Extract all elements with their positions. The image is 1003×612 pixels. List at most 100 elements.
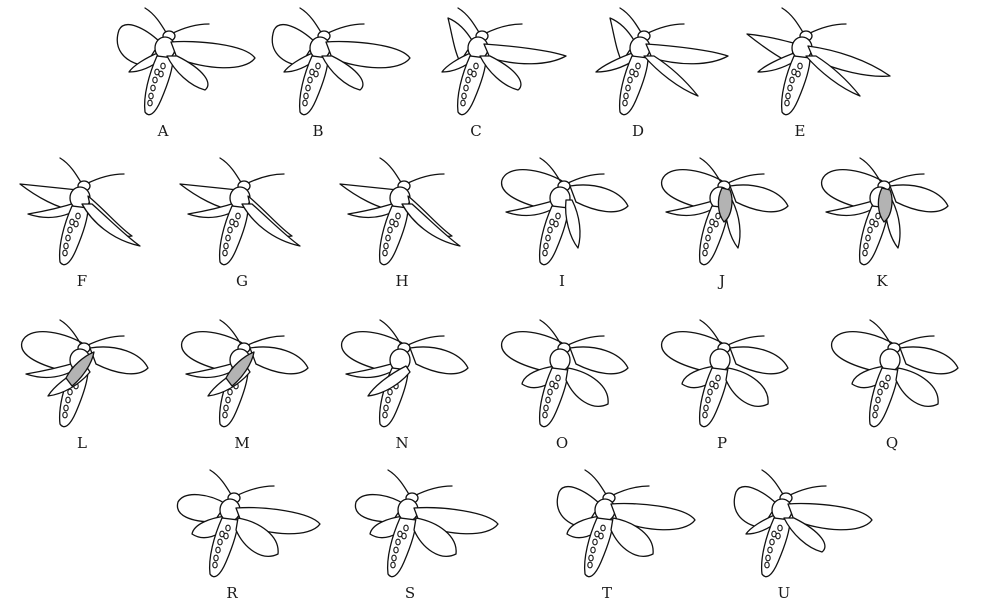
moth-drawing [181, 319, 309, 428]
moth-frame: S [348, 462, 508, 612]
right-forewing [569, 184, 629, 213]
abdomen-spot [387, 226, 393, 234]
left-forewing [609, 17, 636, 63]
right-forewing [89, 346, 149, 375]
left-antenna [781, 7, 805, 35]
moth-abdomen [456, 55, 487, 116]
moth-abdomen [858, 205, 889, 266]
abdomen-spot [587, 561, 593, 569]
frame-label: F [76, 272, 88, 290]
abdomen-spot [313, 70, 319, 78]
moth-drawing [441, 7, 567, 116]
left-antenna [761, 469, 785, 497]
abdomen-spot [223, 532, 229, 540]
abdomen-spot [785, 92, 791, 100]
left-hindwing [505, 199, 559, 217]
abdomen-spot [212, 561, 218, 569]
right-forewing [729, 184, 789, 213]
moth-drawing [21, 319, 149, 428]
left-forewing [21, 330, 85, 373]
left-forewing [447, 17, 474, 63]
right-forewing [729, 346, 789, 375]
abdomen-spot [600, 524, 606, 532]
abdomen-spot [235, 212, 241, 220]
right-forewing [787, 502, 873, 531]
right-antenna [787, 485, 827, 497]
moth-frame: G [179, 150, 340, 300]
abdomen-spot [401, 532, 407, 540]
abdomen-spot [303, 92, 309, 100]
moth-frame: U [722, 462, 882, 612]
left-antenna [144, 7, 168, 35]
moth-frame: N [340, 312, 500, 462]
left-forewing [661, 330, 725, 373]
moth-frame: P [660, 312, 820, 462]
moth-drawing [661, 319, 789, 428]
moth-abdomen [538, 205, 569, 266]
right-antenna [325, 23, 365, 35]
moth-abdomen [698, 205, 729, 266]
abdomen-spot [65, 234, 71, 242]
abdomen-spot [62, 249, 68, 257]
abdomen-spot [873, 404, 879, 412]
abdomen-spot [225, 396, 231, 404]
abdomen-spot [705, 396, 711, 404]
abdomen-spot [160, 62, 166, 70]
abdomen-spot [63, 242, 69, 250]
abdomen-spot [623, 92, 629, 100]
abdomen-spot [461, 92, 467, 100]
right-antenna [235, 485, 275, 497]
abdomen-spot [233, 220, 239, 228]
abdomen-spot [885, 374, 891, 382]
abdomen-spot [769, 538, 775, 546]
moth-drawing [176, 469, 321, 578]
abdomen-spot [385, 396, 391, 404]
frame-label: N [395, 434, 409, 452]
abdomen-spot [625, 84, 631, 92]
right-hindwing [895, 367, 939, 407]
right-hindwing [235, 517, 279, 557]
abdomen-spot [702, 411, 708, 419]
moth-drawing [746, 7, 891, 116]
abdomen-spot [883, 382, 889, 390]
abdomen-spot [225, 524, 231, 532]
abdomen-spot [715, 374, 721, 382]
right-forewing [409, 346, 469, 375]
frame-label: E [794, 122, 806, 140]
left-hindwing [825, 199, 879, 217]
abdomen-spot [867, 226, 873, 234]
left-antenna [219, 157, 243, 185]
moth-drawing [341, 319, 469, 428]
frame-label: A [157, 122, 169, 140]
left-antenna [584, 469, 608, 497]
moth-abdomen [698, 367, 729, 428]
left-forewing [501, 330, 565, 373]
moth-frame: H [339, 150, 500, 300]
abdomen-spot [865, 234, 871, 242]
abdomen-spot [707, 226, 713, 234]
right-hindwing [564, 199, 581, 249]
right-forewing [170, 40, 256, 69]
moth-frame: K [820, 150, 980, 300]
left-hindwing [345, 361, 399, 379]
right-hindwing [479, 55, 522, 91]
abdomen-spot [702, 249, 708, 257]
frame-label: H [395, 272, 409, 290]
right-hindwing [725, 367, 769, 407]
abdomen-spot [307, 76, 313, 84]
frame-label: Q [885, 434, 899, 452]
abdomen-spot [215, 546, 221, 554]
left-forewing [271, 24, 316, 67]
right-antenna [725, 335, 765, 347]
moth-abdomen [538, 367, 569, 428]
right-hindwing [565, 367, 609, 407]
folded-wing-shaded [225, 351, 255, 387]
frame-label: T [601, 584, 612, 602]
moth-abdomen [760, 517, 791, 578]
right-hindwing [610, 517, 654, 557]
abdomen-spot [152, 76, 158, 84]
left-forewing [831, 330, 895, 373]
abdomen-spot [460, 99, 466, 107]
frame-label: J [718, 272, 725, 290]
right-hindwing [805, 55, 861, 97]
